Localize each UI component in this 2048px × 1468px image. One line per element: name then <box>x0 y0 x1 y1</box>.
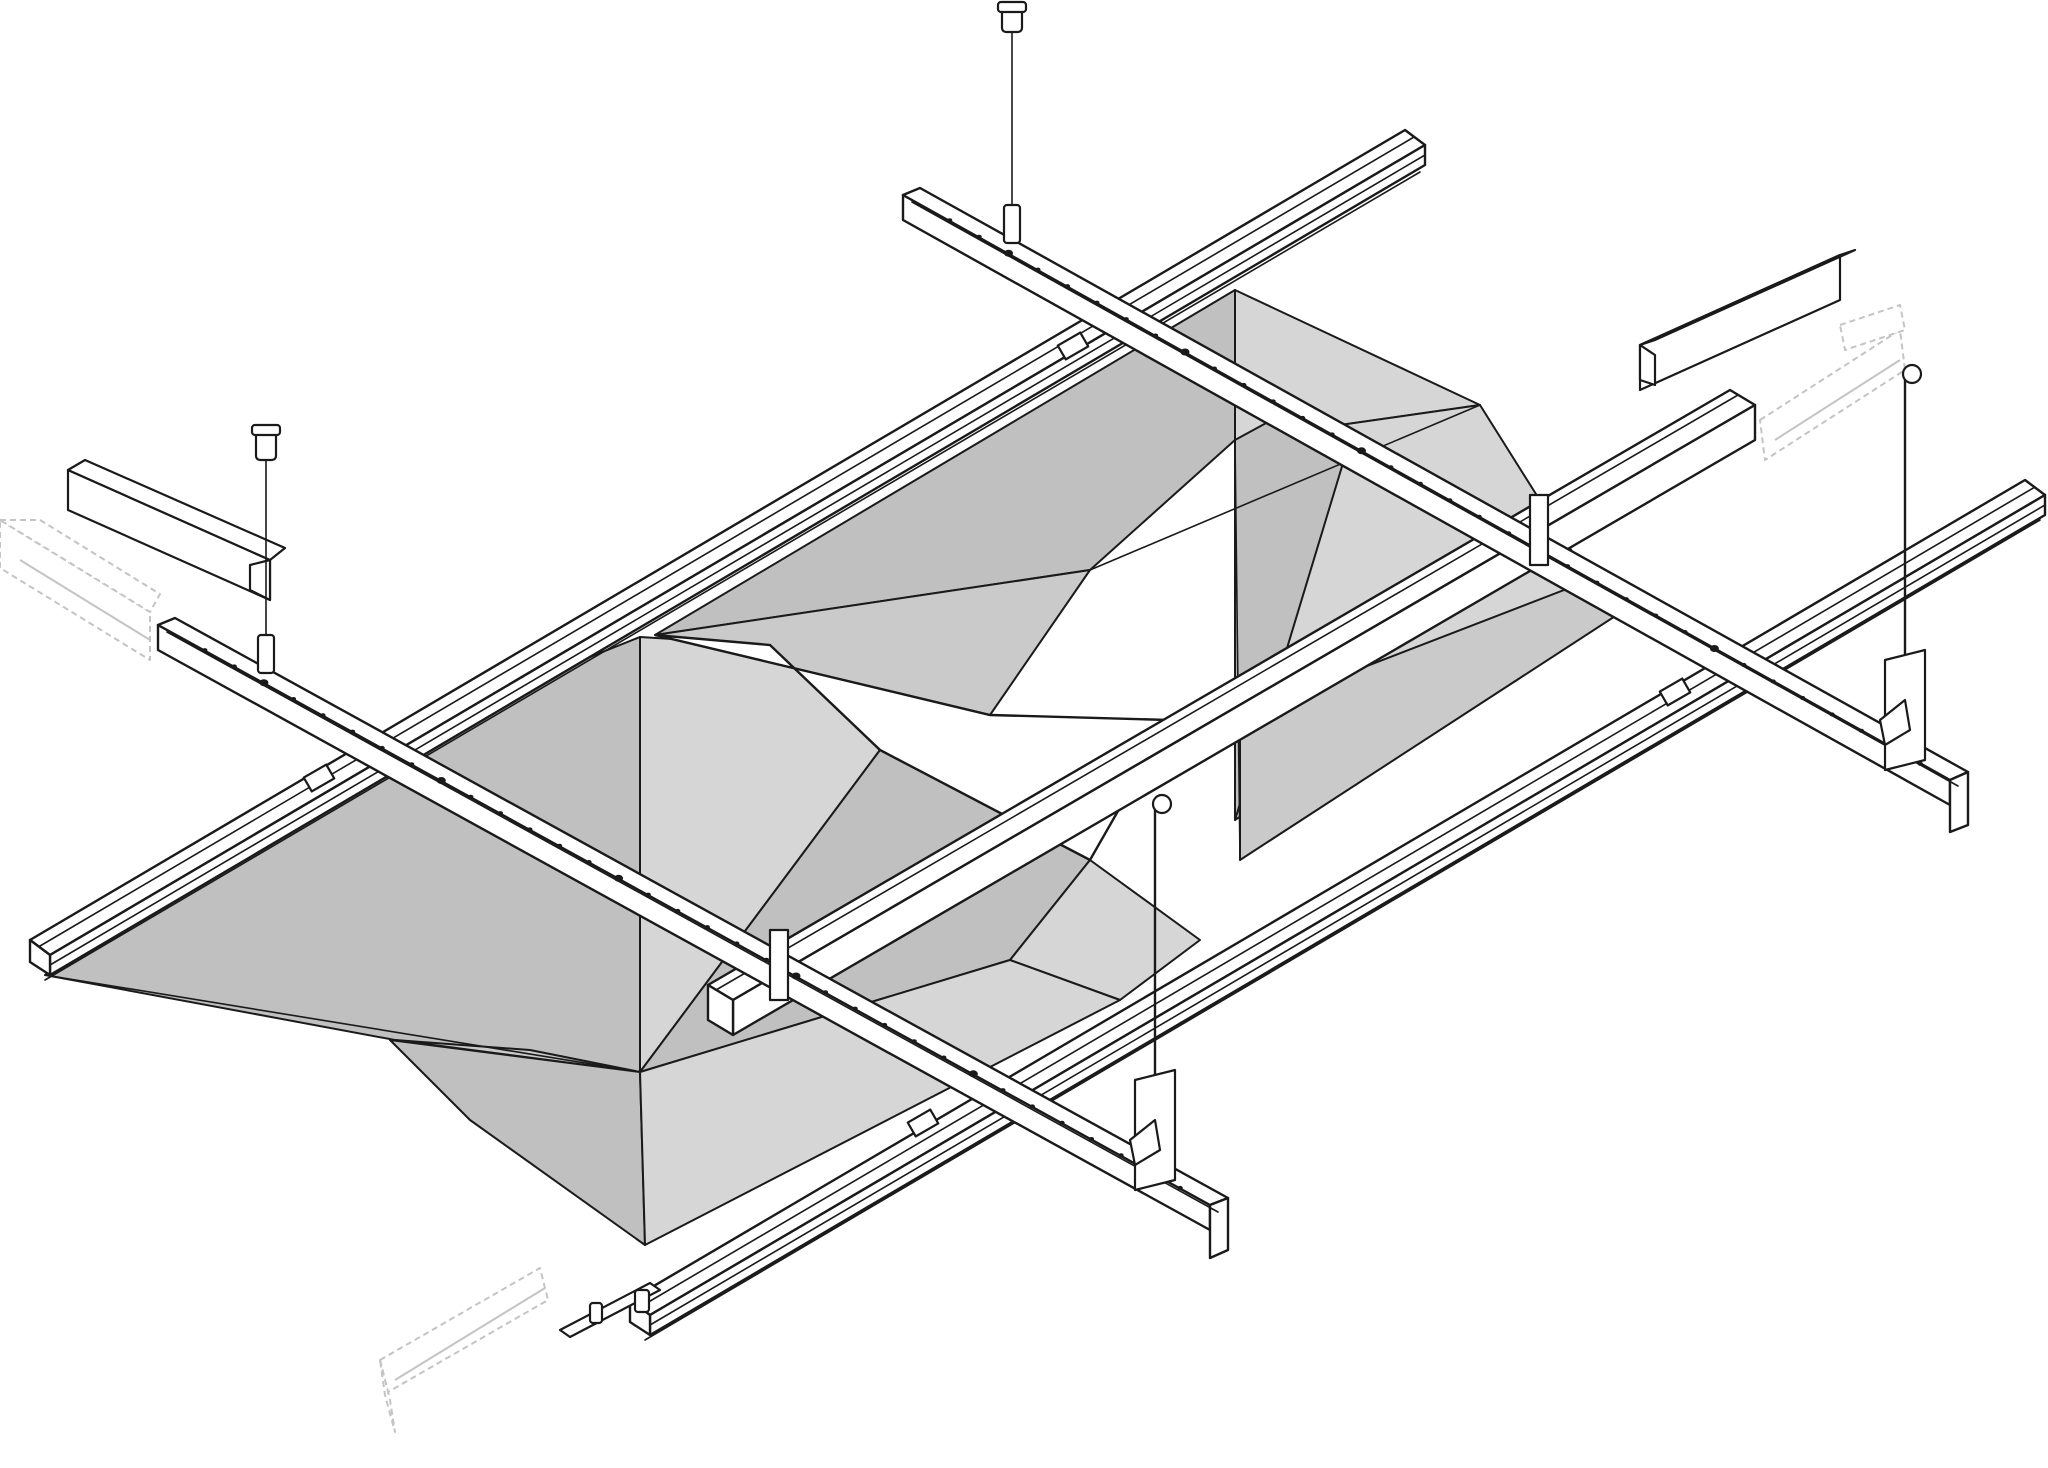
channel-hole <box>1564 564 1570 569</box>
channel-hole <box>1417 481 1423 486</box>
channel-hole <box>290 697 297 701</box>
channel-hole <box>1505 531 1512 536</box>
channel-hole <box>259 679 269 687</box>
channel-hole <box>1000 1088 1006 1093</box>
channel-hole <box>436 777 446 784</box>
channel-hole <box>497 811 503 816</box>
channel-hole <box>734 941 740 946</box>
splice-connector-front <box>558 1281 662 1339</box>
channel-hole <box>1709 645 1719 652</box>
channel-hole <box>1241 382 1247 387</box>
channel-hole <box>1029 1104 1035 1109</box>
channel-hole <box>1329 432 1335 437</box>
channel-hole <box>1177 1185 1183 1190</box>
channel-hole <box>1180 348 1190 356</box>
channel-hole <box>379 745 385 750</box>
channel-hole <box>350 729 356 734</box>
channel-hole <box>231 664 237 669</box>
channel-hole <box>1270 399 1276 404</box>
channel-hole <box>1682 630 1688 634</box>
channel-hole <box>822 990 829 995</box>
rod-hanger-front <box>1128 793 1177 1192</box>
channel-hole <box>1741 662 1747 667</box>
channel-hole <box>409 762 415 767</box>
channel-hole <box>976 234 982 239</box>
channel-hole <box>1153 333 1159 338</box>
cross-channel-front <box>156 616 1230 1260</box>
channel-hole <box>556 843 563 848</box>
channel-hole <box>1594 580 1600 585</box>
channel-hole <box>320 713 326 718</box>
channel-hole <box>911 1039 917 1044</box>
channel-hole <box>1059 1120 1065 1125</box>
faceted-ceiling-panel <box>44 289 1641 1246</box>
ghost-extension-left <box>0 519 161 661</box>
channel-hole <box>1829 712 1835 717</box>
channel-hole <box>1064 284 1070 289</box>
channel-hole <box>1917 761 1923 766</box>
channel-hole <box>704 925 710 930</box>
channel-hole <box>1770 679 1776 684</box>
channel-hole <box>1357 447 1366 455</box>
channel-hole <box>1858 728 1865 733</box>
ghost-extension-front <box>379 1267 549 1433</box>
channel-hole <box>791 972 801 980</box>
channel-hole <box>941 1055 947 1060</box>
channel-hole <box>1088 1137 1095 1141</box>
wire-hanger-left <box>250 423 282 675</box>
channel-hole <box>1300 415 1306 420</box>
channel-hole <box>1118 1153 1124 1158</box>
wall-angle-right <box>1638 248 1857 392</box>
ghost-extension-right <box>1759 304 1906 461</box>
channel-hole <box>852 1006 858 1011</box>
channel-hole <box>1211 366 1217 371</box>
channel-hole <box>947 218 953 223</box>
channel-hole <box>1447 498 1453 503</box>
wire-hanger-back <box>996 0 1028 245</box>
wall-angle-left <box>66 458 287 602</box>
channel-hole <box>586 860 592 864</box>
channel-hole <box>882 1022 888 1027</box>
channel-hole <box>1123 317 1129 322</box>
channel-hole <box>527 827 533 832</box>
rod-hanger-right <box>1878 363 1927 772</box>
channel-hole <box>968 1070 978 1078</box>
channel-hole <box>1004 249 1013 257</box>
channel-hole <box>1035 267 1041 272</box>
channel-hole <box>614 874 624 882</box>
rail-clips <box>302 331 1692 1138</box>
channel-hole <box>675 908 681 913</box>
channel-hole <box>202 648 208 653</box>
cross-channel-back <box>901 186 1970 834</box>
channel-hole <box>1476 514 1482 519</box>
channel-hole <box>1623 597 1629 602</box>
channel-hole <box>1800 695 1806 700</box>
channel-hole <box>1653 613 1659 618</box>
channel-hole <box>1388 465 1394 470</box>
channel-hole <box>468 794 474 799</box>
channel-hole <box>763 957 770 962</box>
channel-hole <box>1094 300 1100 305</box>
channel-hole <box>645 892 651 897</box>
